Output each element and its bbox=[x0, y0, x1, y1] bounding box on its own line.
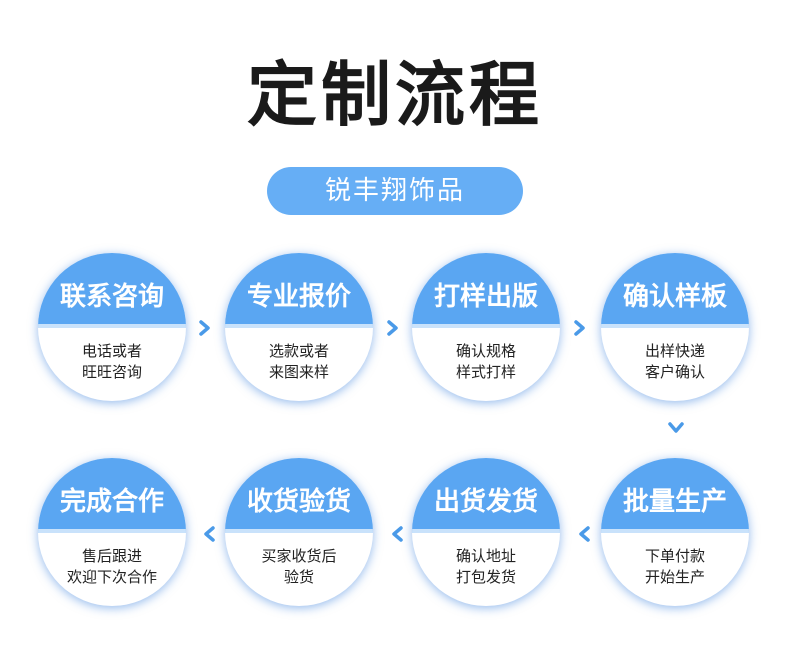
step-desc-line: 出样快递 bbox=[644, 342, 705, 360]
step-title: 确认样板 bbox=[622, 282, 727, 312]
step-contact: 联系咨询 电话或者 旺旺咨询 bbox=[38, 253, 186, 401]
step-desc-line: 买家收货后 bbox=[261, 547, 337, 565]
step-desc-line: 售后跟进 bbox=[81, 547, 142, 565]
step-title: 联系咨询 bbox=[59, 282, 164, 312]
step-desc-line: 旺旺咨询 bbox=[81, 363, 142, 381]
chevron-right-icon bbox=[572, 320, 588, 336]
step-complete: 完成合作 售后跟进 欢迎下次合作 bbox=[38, 458, 186, 606]
step-desc-line: 客户确认 bbox=[644, 363, 705, 381]
step-desc: 售后跟进 欢迎下次合作 bbox=[38, 546, 186, 588]
chevron-down-icon bbox=[668, 420, 684, 436]
step-desc-line: 验货 bbox=[283, 568, 314, 586]
step-header-bg bbox=[225, 458, 373, 533]
step-header-bg bbox=[601, 253, 749, 328]
step-receive: 收货验货 买家收货后 验货 bbox=[225, 458, 373, 606]
step-header-bg bbox=[412, 253, 560, 328]
step-title: 出货发货 bbox=[433, 487, 538, 517]
chevron-left-icon bbox=[389, 526, 405, 542]
step-ship: 出货发货 确认地址 打包发货 bbox=[412, 458, 560, 606]
step-produce: 批量生产 下单付款 开始生产 bbox=[601, 458, 749, 606]
step-desc: 选款或者 来图来样 bbox=[225, 341, 373, 383]
step-title: 专业报价 bbox=[246, 282, 351, 312]
step-desc: 出样快递 客户确认 bbox=[601, 341, 749, 383]
chevron-right-icon bbox=[385, 320, 401, 336]
chevron-right-icon bbox=[197, 320, 213, 336]
page-title: 定制流程 bbox=[247, 54, 543, 136]
step-desc-line: 来图来样 bbox=[268, 363, 329, 381]
step-header-bg bbox=[38, 458, 186, 533]
step-header-bg bbox=[601, 458, 749, 533]
step-header-bg bbox=[225, 253, 373, 328]
step-desc: 买家收货后 验货 bbox=[225, 546, 373, 588]
step-desc: 下单付款 开始生产 bbox=[601, 546, 749, 588]
step-sample: 打样出版 确认规格 样式打样 bbox=[412, 253, 560, 401]
step-title: 打样出版 bbox=[433, 282, 538, 312]
step-quote: 专业报价 选款或者 来图来样 bbox=[225, 253, 373, 401]
step-desc-line: 确认地址 bbox=[455, 547, 516, 565]
step-desc-line: 样式打样 bbox=[455, 363, 516, 381]
step-desc-line: 打包发货 bbox=[455, 568, 516, 586]
step-confirm: 确认样板 出样快递 客户确认 bbox=[601, 253, 749, 401]
step-desc-line: 欢迎下次合作 bbox=[66, 568, 157, 586]
step-title: 收货验货 bbox=[246, 487, 351, 517]
step-desc: 确认规格 样式打样 bbox=[412, 341, 560, 383]
step-desc-line: 确认规格 bbox=[455, 342, 516, 360]
step-header-bg bbox=[38, 253, 186, 328]
step-desc: 确认地址 打包发货 bbox=[412, 546, 560, 588]
step-header-bg bbox=[412, 458, 560, 533]
step-desc-line: 选款或者 bbox=[268, 342, 329, 360]
chevron-left-icon bbox=[201, 526, 217, 542]
step-title: 批量生产 bbox=[622, 487, 727, 517]
chevron-left-icon bbox=[576, 526, 592, 542]
step-desc-line: 电话或者 bbox=[81, 342, 142, 360]
step-desc-line: 下单付款 bbox=[644, 547, 705, 565]
brand-pill: 锐丰翔饰品 bbox=[267, 167, 523, 215]
step-desc-line: 开始生产 bbox=[644, 568, 705, 586]
step-desc: 电话或者 旺旺咨询 bbox=[38, 341, 186, 383]
step-title: 完成合作 bbox=[59, 487, 164, 517]
